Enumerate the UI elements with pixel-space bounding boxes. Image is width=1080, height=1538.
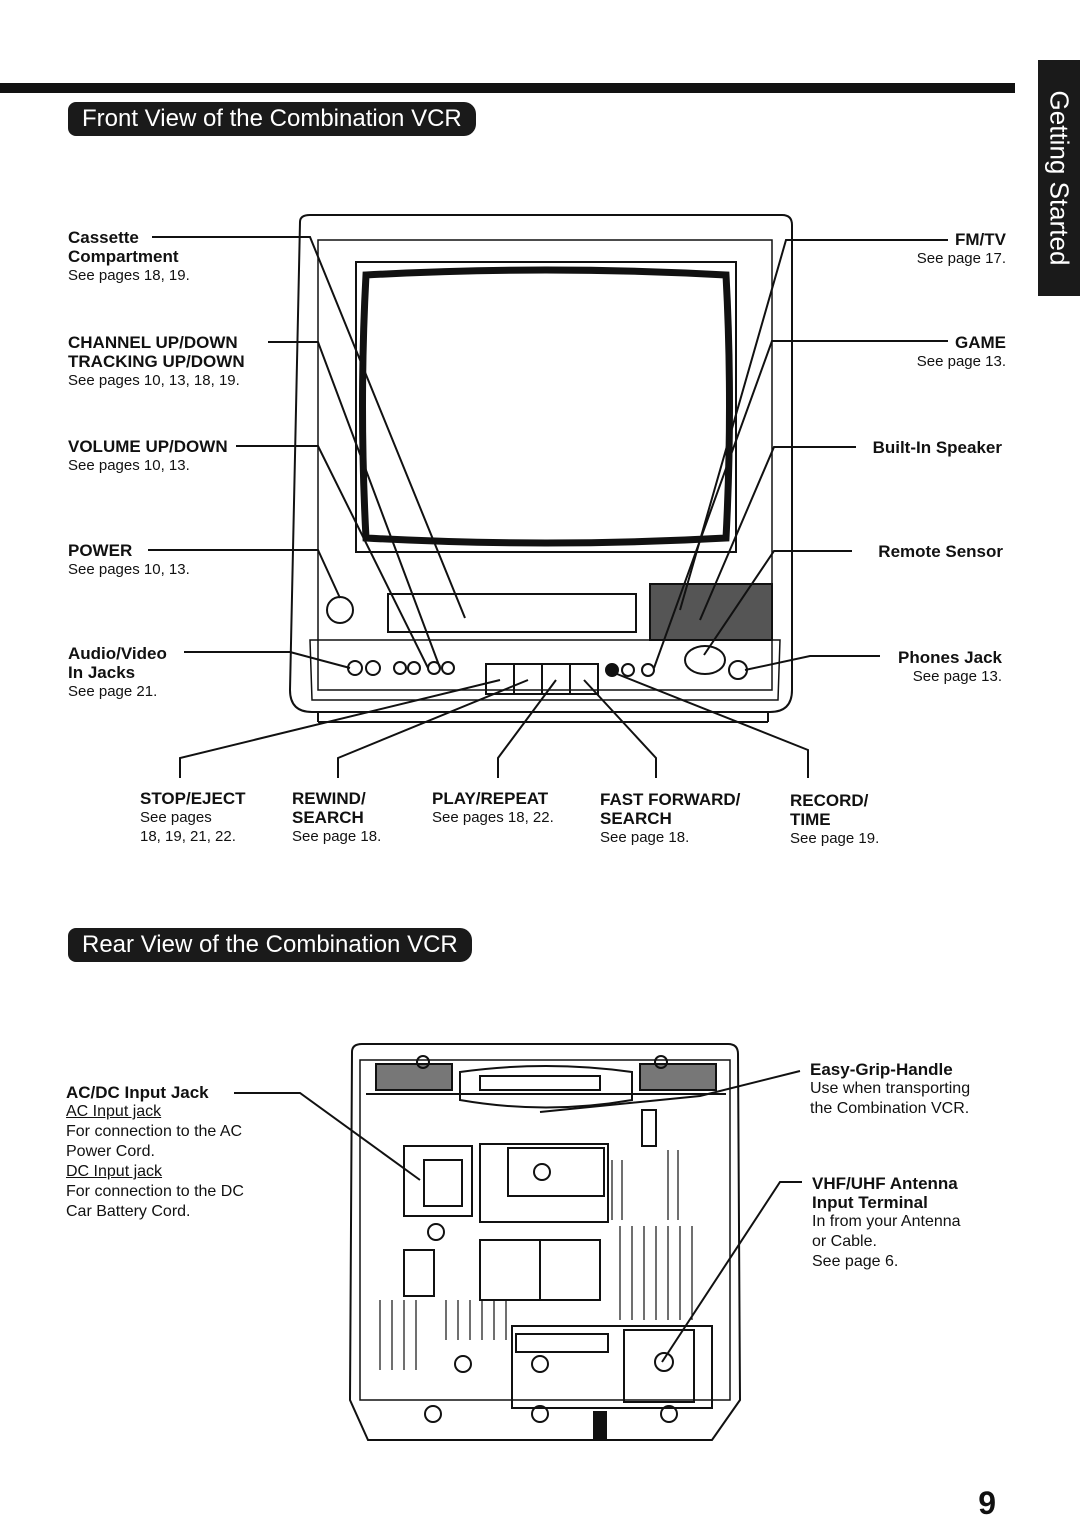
label-name: Phones Jack: [898, 648, 1002, 667]
rear-view-title: Rear View of the Combination VCR: [68, 928, 472, 962]
label-name: PLAY/REPEAT: [432, 789, 549, 808]
label-name: RECORD/ TIME: [790, 791, 869, 829]
label-ref: See page 17.: [916, 250, 1006, 267]
label-ref: See page 18.: [292, 828, 382, 845]
front-view-title: Front View of the Combination VCR: [68, 102, 476, 136]
label-name: STOP/EJECT: [140, 789, 246, 808]
label-acdc-jack: AC/DC Input Jack AC Input jack For conne…: [66, 1083, 244, 1222]
label-name: POWER: [68, 541, 133, 560]
label-rewind: REWIND/ SEARCH See page 18.: [292, 789, 381, 846]
ac-text: For connection to the AC Power Cord.: [66, 1123, 243, 1160]
label-name: VOLUME UP/DOWN: [68, 437, 228, 456]
label-name: CHANNEL UP/DOWN TRACKING UP/DOWN: [68, 333, 245, 371]
label-name: Remote Sensor: [878, 542, 1003, 561]
label-name: Easy-Grip-Handle: [810, 1060, 953, 1079]
dc-heading: DC Input jack: [66, 1163, 163, 1180]
label-ref: See page 19.: [790, 830, 880, 847]
label-ref: See page 13.: [912, 668, 1002, 685]
label-name: Built-In Speaker: [872, 438, 1002, 457]
label-name: GAME: [955, 333, 1006, 352]
label-antenna: VHF/UHF Antenna Input Terminal In from y…: [812, 1174, 961, 1272]
label-ref: See page 13.: [916, 353, 1006, 370]
label-name: FAST FORWARD/ SEARCH: [600, 790, 741, 828]
label-av-jacks: Audio/Video In Jacks See page 21.: [68, 644, 167, 701]
label-ref: See pages 10, 13.: [68, 561, 190, 578]
label-channel-tracking: CHANNEL UP/DOWN TRACKING UP/DOWN See pag…: [68, 333, 245, 390]
label-text: Use when transporting the Combination VC…: [810, 1080, 971, 1117]
dc-text: For connection to the DC Car Battery Cor…: [66, 1183, 244, 1220]
ac-heading: AC Input jack: [66, 1103, 162, 1120]
label-ref: See pages 10, 13.: [68, 457, 190, 474]
label-volume: VOLUME UP/DOWN See pages 10, 13.: [68, 437, 228, 475]
label-name: Cassette Compartment: [68, 228, 179, 266]
label-phones-jack: Phones Jack See page 13.: [898, 648, 1002, 686]
label-ref: See page 18.: [600, 829, 690, 846]
label-ref: See pages 10, 13, 18, 19.: [68, 372, 240, 389]
label-ref: See pages 18, 22.: [432, 809, 554, 826]
label-speaker: Built-In Speaker: [873, 438, 1002, 457]
label-play: PLAY/REPEAT See pages 18, 22.: [432, 789, 554, 827]
label-fm-tv: FM/TV See page 17.: [917, 230, 1006, 268]
side-tab: Getting Started: [1038, 60, 1080, 296]
label-game: GAME See page 13.: [917, 333, 1006, 371]
label-fast-forward: FAST FORWARD/ SEARCH See page 18.: [600, 790, 740, 847]
label-name: AC/DC Input Jack: [66, 1083, 209, 1102]
top-rule: [0, 83, 1015, 93]
label-ref: See pages 18, 19, 21, 22.: [140, 809, 236, 845]
page-number: 9: [978, 1485, 996, 1521]
label-name: REWIND/ SEARCH: [292, 789, 366, 827]
label-handle: Easy-Grip-Handle Use when transporting t…: [810, 1060, 970, 1119]
label-record: RECORD/ TIME See page 19.: [790, 791, 879, 848]
label-ref: See pages 18, 19.: [68, 267, 190, 284]
label-cassette-compartment: Cassette Compartment See pages 18, 19.: [68, 228, 190, 285]
label-remote-sensor: Remote Sensor: [878, 542, 1003, 561]
label-name: Audio/Video In Jacks: [68, 644, 167, 682]
label-name: FM/TV: [955, 230, 1006, 249]
label-text: In from your Antenna or Cable. See page …: [812, 1213, 961, 1270]
label-name: VHF/UHF Antenna Input Terminal: [812, 1174, 958, 1212]
label-stop-eject: STOP/EJECT See pages 18, 19, 21, 22.: [140, 789, 246, 846]
label-power: POWER See pages 10, 13.: [68, 541, 190, 579]
label-ref: See page 21.: [68, 683, 158, 700]
